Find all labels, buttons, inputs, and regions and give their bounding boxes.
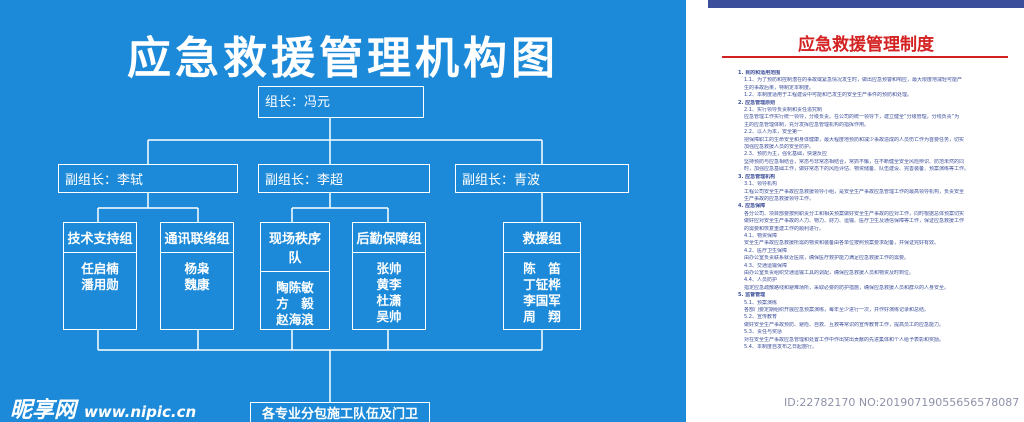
doc-paragraph-line: 4.2、医疗卫生保障 [744,247,787,254]
doc-paragraph-line: 工程公司安全生产事故应急救援领导小组，是安全生产事故应急管理工作的最高领导机构，… [744,188,965,195]
team-box-tech-support: 技术支持组 任启楠 潘用勋 [63,222,137,330]
doc-paragraph-line: 各分公司、项目部要按照职责分工和相关预案做好安全生产事故的应对工作，同时根据总体… [744,210,965,217]
doc-paragraph-line: 由办公室负责联系就近医院，确保医疗救护能力满足应急救援工作的需要。 [744,255,910,262]
doc-paragraph-line: 主的应急管理体制，充分发挥应急管理机构的指挥作用。 [744,121,870,128]
doc-paragraph-line: 指定应急疏散路线和避难场所，采取必要的防护措施，确保应急救援人员和群众的人身安全… [744,284,950,291]
watermark-brand: 昵享网 [10,398,77,422]
panel-gap [686,0,708,422]
doc-paragraph-line: 1.1、为了预防和控制潜在的事故或紧急情况发生时，做出应急预警和响应，最大限度地… [744,77,962,84]
team-members: 陶陈敏 方 毅 赵海浪 [261,272,329,328]
deputy-label: 副组长：李超 [265,173,344,188]
team-name: 现场秩序队 [261,223,329,272]
deputy-label: 副组长：李轼 [65,173,144,188]
doc-title: 应急救援管理制度 [798,35,934,55]
doc-paragraph-line: 5.4、本制度自发布之日起施行。 [744,344,817,351]
team-members: 杨枭 魏康 [161,253,233,293]
doc-paragraph-line: 加强应急救援人员的安全防护。 [744,144,815,151]
doc-paragraph-line: 时，加强应急基础工作，做好常态下的风险评估、物资储备、队伍建设、完善装备、预案演… [744,166,970,173]
doc-paragraph-line: 的需要和恢复重建工作的顺利进行。 [744,225,825,232]
team-box-rescue: 救援组 陈 笛 丁钲桦 李国军 周 翔 [503,222,581,330]
deputy-box-1: 副组长：李轼 [58,164,238,193]
deputy-label: 副组长：青波 [462,173,541,188]
member-name: 丁钲桦 [523,277,561,292]
member-name: 李国军 [523,293,561,308]
watermark: 昵享网 www.nipic.cn [10,392,196,422]
org-chart-board: 应急救援管理机构图 [0,0,686,422]
team-name: 救援组 [504,223,580,253]
doc-paragraph-line: 1.2、本制度适用于工程建设中可能和已发生的安全生产事件的预防和处理。 [744,92,912,99]
doc-paragraph-line: 4.3、交通运输保障 [744,262,787,269]
watermark-url: www.nipic.cn [84,403,197,421]
doc-paragraph-line: 做好安全生产事故预防、避险、自救、互救等常识的宣传教育工作，提高员工的应急能力。 [744,321,945,328]
team-name: 通讯联络组 [161,223,233,253]
member-name: 吴帅 [376,309,402,324]
doc-paragraph-line: 2.1、实行领导负责制和责任追究制 [744,107,822,114]
leader-label: 组长：冯元 [265,95,331,110]
doc-paragraph-line: 把保障职工的生命安全和身体健康，最大程度地预防和减少事故造成的人员伤亡作为首要任… [744,136,965,143]
doc-paragraph-line: 5.2、宣传教育 [744,314,777,321]
chart-title: 应急救援管理机构图 [127,33,559,84]
doc-paragraph-line: 4.1、物资保障 [744,232,777,239]
doc-paragraph-line: 生产事故的应急救援领导工作。 [744,195,815,202]
member-name: 杜潇 [376,293,402,308]
member-name: 潘用勋 [81,277,119,292]
doc-id-watermark: ID:22782170 NO:20190719055656578087 [784,396,1020,409]
doc-paragraph-line: 做好应对安全生产事故的人力、物力、财力、运输、医疗卫生及通信保障等工作，保证应急… [744,218,965,225]
team-name: 技术支持组 [64,223,136,253]
doc-paragraph-line: 4.4、人员防护 [744,277,777,284]
member-name: 陈 笛 [523,261,561,276]
doc-paragraph-line: 2. 应急管理原则 [738,99,776,106]
doc-title-rule [722,56,1008,58]
doc-paragraph-line: 对在安全生产事故应急管理和处置工作中作出突出贡献的先进集体和个人给予表彰和奖励。 [744,336,945,343]
team-box-site-order: 现场秩序队 陶陈敏 方 毅 赵海浪 [260,222,330,330]
doc-paragraph-line: 生的事故后果，特制定本制度。 [744,84,815,91]
doc-paragraph-line: 2.2、以人为本，安全第一 [744,129,802,136]
member-name: 陶陈敏 [276,280,314,295]
doc-paragraph-line: 4. 应急保障 [738,203,766,210]
doc-paragraph-line: 各部门要定期组织开展应急预案演练，每年至少进行一次，并作好演练记录和总结。 [744,307,930,313]
doc-paragraph-line: 5.1、预案演练 [744,299,777,306]
member-name: 赵海浪 [276,312,314,327]
doc-top-band [708,0,1024,8]
leader-box: 组长：冯元 [258,86,424,118]
member-name: 杨枭 [184,261,210,276]
team-members: 任启楠 潘用勋 [64,253,136,293]
team-box-communication: 通讯联络组 杨枭 魏康 [160,222,234,330]
doc-paragraph-line: 3.1、领导机构 [744,181,777,188]
doc-paragraph-line: 安全生产事故应急救援所需的物资和装备由各单位按照预案要求配备，并保证完好有效。 [744,240,940,247]
member-name: 黄李 [376,277,402,292]
deputy-box-2: 副组长：李超 [258,164,430,193]
connector-lines [97,118,543,402]
member-name: 周 翔 [523,309,561,324]
team-name: 后勤保障组 [353,223,425,253]
doc-paragraph-line: 2.3、预防为主，强化基础，快速反应 [744,151,827,158]
doc-paragraph-line: 由办公室负责组织交通运输工具的调配，确保应急救援人员和物资及时到位。 [744,269,915,276]
doc-paragraph-line: 坚持预防与应急相结合，常态与非常态相结合，常抓不懈，在不断健全安全风险辨识、防范… [744,158,965,165]
team-members: 张帅 黄李 杜潇 吴帅 [353,253,425,325]
member-name: 任启楠 [81,261,119,276]
member-name: 张帅 [376,261,402,276]
deputy-box-3: 副组长：青波 [455,164,629,193]
team-members: 陈 笛 丁钲桦 李国军 周 翔 [504,253,580,325]
doc-paragraph-line: 1. 目的和适用范围 [738,70,781,76]
team-box-logistics: 后勤保障组 张帅 黄李 杜潇 吴帅 [352,222,426,330]
member-name: 方 毅 [276,296,314,311]
doc-paragraph-line: 5. 监督管理 [738,292,766,299]
doc-paragraph-line: 应急管理工作实行统一领导，分级负责。在公司的统一领导下，建立健全“分级管理，分线… [744,114,960,121]
doc-paragraph-line: 3. 应急管理机构 [738,173,776,180]
subcontractor-box: 各专业分包施工队伍及门卫 [250,402,430,422]
member-name: 魏康 [184,277,210,292]
doc-paragraph-line: 5.3、责任与奖惩 [744,329,782,336]
